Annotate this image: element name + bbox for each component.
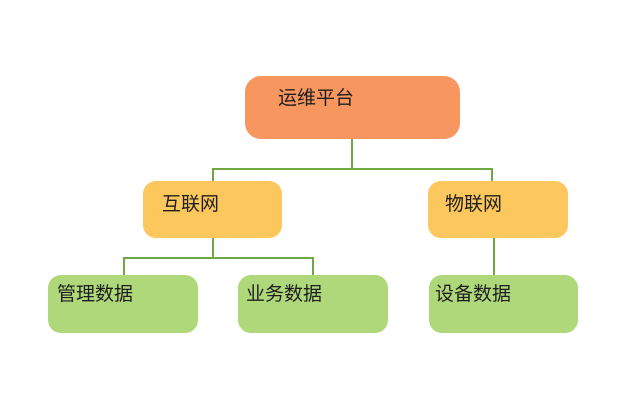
connector-rail-level3 <box>123 257 314 259</box>
node-iot[interactable]: 物联网 <box>428 181 568 238</box>
node-label: 设备数据 <box>435 284 512 305</box>
connector-drop-business-data <box>312 257 314 275</box>
node-label: 运维平台 <box>278 88 355 109</box>
node-label: 管理数据 <box>57 284 134 305</box>
connector-root-stem <box>351 139 353 169</box>
connector-drop-management-data <box>123 257 125 275</box>
node-label: 互联网 <box>162 194 220 215</box>
node-business-data[interactable]: 业务数据 <box>238 275 388 333</box>
connector-drop-internet <box>212 168 214 181</box>
node-internet[interactable]: 互联网 <box>143 181 282 238</box>
root-node-operations-platform[interactable]: 运维平台 <box>245 76 460 139</box>
node-label: 业务数据 <box>246 284 323 305</box>
connector-drop-iot <box>491 168 493 181</box>
node-management-data[interactable]: 管理数据 <box>48 275 198 333</box>
connector-iot-stem <box>493 238 495 275</box>
node-device-data[interactable]: 设备数据 <box>429 275 578 333</box>
connector-rail-level2 <box>212 168 493 170</box>
node-label: 物联网 <box>445 194 503 215</box>
connector-internet-stem <box>212 238 214 259</box>
